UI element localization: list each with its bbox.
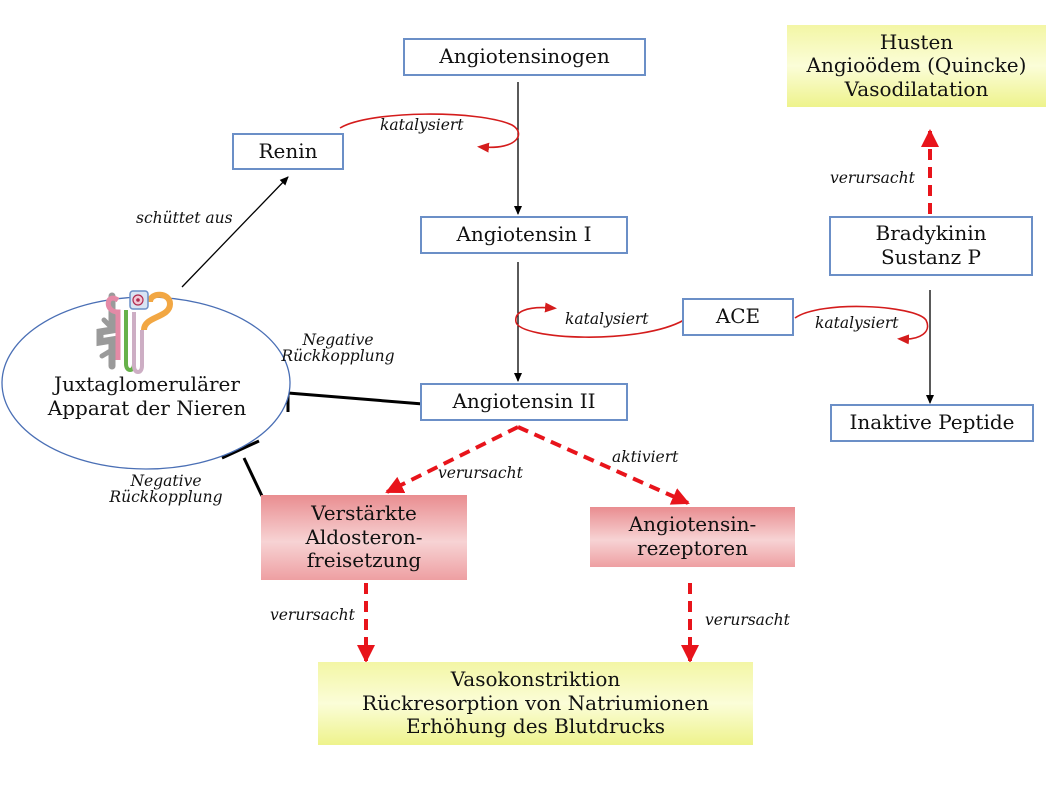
node-rezeptoren: Angiotensin- rezeptoren <box>590 507 795 567</box>
label-aktiviert: aktiviert <box>612 448 679 466</box>
node-husten-line-3: Vasodilatation <box>844 76 989 101</box>
effect-arrow-to-rezeptoren <box>517 425 690 505</box>
node-rezeptoren-line-1: Angiotensin- <box>628 512 757 537</box>
node-bottom-effects: Vasokonstriktion Rückresorption von Natr… <box>318 662 753 745</box>
catalysis-arc-ace-left <box>515 302 685 338</box>
label-katalysiert-ace-left: katalysiert <box>565 310 649 328</box>
node-aldosteron-line-1: Verstärkte <box>311 501 417 526</box>
label-negative-feedback-top-line-1: Negative <box>302 331 374 349</box>
label-katalysiert-renin: katalysiert <box>380 116 464 134</box>
node-ace-label: ACE <box>715 304 761 329</box>
nephron-illustration <box>96 290 174 374</box>
node-bottom-line-2: Rückresorption von Natriumionen <box>362 690 709 715</box>
arrow-juxta-to-renin <box>181 176 289 288</box>
node-angiotensinogen: Angiotensinogen <box>403 38 646 76</box>
label-schuettet-aus: schüttet aus <box>136 209 233 227</box>
label-verursacht-aldosteron: verursacht <box>438 464 523 482</box>
node-juxta: Juxtaglomerulärer Apparat der Nieren <box>12 372 282 420</box>
label-negative-feedback-top-line-2: Rückkopplung <box>281 347 395 366</box>
node-aldosteron-line-3: freisetzung <box>306 548 422 573</box>
catalysis-arc-renin <box>339 113 520 153</box>
node-husten-line-1: Husten <box>879 29 954 54</box>
catalysis-arc-ace-right <box>794 305 929 345</box>
label-negative-feedback-bottom: Negative Rückkopplung <box>106 473 226 506</box>
node-angiotensin-1-label: Angiotensin I <box>456 222 592 247</box>
node-bradykinin: Bradykinin Sustanz P <box>829 216 1033 276</box>
node-bottom-line-3: Erhöhung des Blutdrucks <box>406 714 665 739</box>
label-negative-feedback-top: Negative Rückkopplung <box>278 332 398 365</box>
node-bradykinin-line-1: Bradykinin <box>875 221 987 246</box>
node-angiotensinogen-label: Angiotensinogen <box>439 44 610 69</box>
label-verursacht-bradykinin: verursacht <box>830 169 915 187</box>
node-juxta-line-2: Apparat der Nieren <box>47 396 247 420</box>
node-bradykinin-line-2: Sustanz P <box>880 245 982 269</box>
node-renin-label: Renin <box>258 138 318 163</box>
node-husten-line-2: Angioödem (Quincke) <box>806 53 1027 78</box>
node-angiotensin-2: Angiotensin II <box>420 383 628 421</box>
label-verursacht-right: verursacht <box>705 611 790 629</box>
node-aldosteron-line-2: Aldosteron- <box>305 524 423 549</box>
label-katalysiert-ace-right: katalysiert <box>815 314 899 332</box>
node-rezeptoren-line-2: rezeptoren <box>637 536 748 560</box>
node-renin: Renin <box>232 133 344 170</box>
label-verursacht-left: verursacht <box>270 606 355 624</box>
inhibit-bar-aldosteron <box>221 439 260 460</box>
inhibit-line-angiotensin2 <box>287 391 424 406</box>
label-negative-feedback-bottom-line-2: Rückkopplung <box>109 488 223 507</box>
node-angiotensin-1: Angiotensin I <box>420 216 628 254</box>
label-negative-feedback-bottom-line-1: Negative <box>130 472 202 490</box>
node-inaktive-peptide-label: Inaktive Peptide <box>849 410 1015 435</box>
node-aldosteron: Verstärkte Aldosteron- freisetzung <box>261 495 467 580</box>
effect-arrow-to-aldosteron <box>385 425 519 494</box>
inhibit-line-aldosteron <box>242 457 264 497</box>
node-angiotensin-2-label: Angiotensin II <box>452 389 596 414</box>
node-bottom-line-1: Vasokonstriktion <box>450 667 621 692</box>
node-juxta-line-1: Juxtaglomerulärer <box>54 372 240 396</box>
node-inaktive-peptide: Inaktive Peptide <box>830 404 1034 442</box>
node-husten-effects: Husten Angioödem (Quincke) Vasodilatatio… <box>787 25 1046 107</box>
node-ace: ACE <box>682 298 794 336</box>
